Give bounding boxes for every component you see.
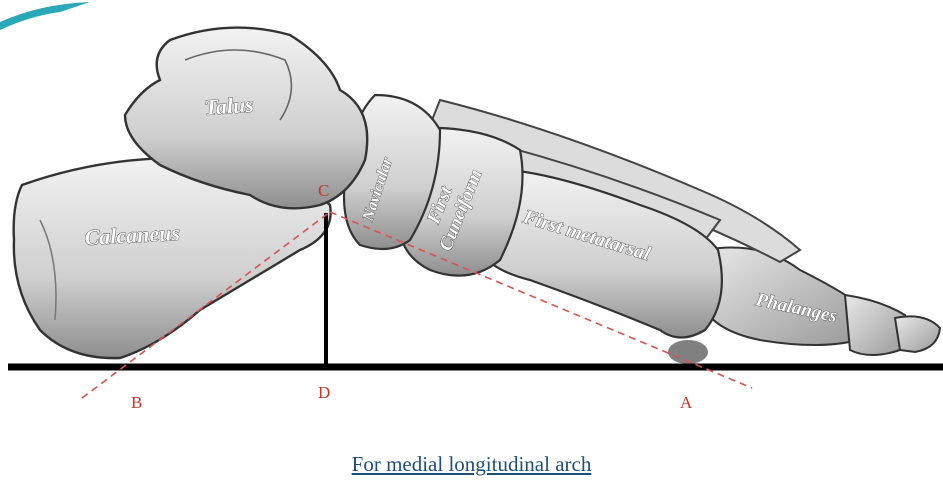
point-label-d: D [318, 383, 330, 402]
contact-shadow [668, 340, 708, 364]
label-talus: Talus [204, 92, 255, 120]
label-calcaneus: Calcaneus [84, 220, 181, 250]
point-label-c: C [318, 181, 329, 200]
point-label-a: A [680, 393, 693, 412]
point-label-b: B [131, 393, 142, 412]
header-swoosh [0, 2, 90, 30]
diagram-caption: For medial longitudinal arch [352, 452, 592, 476]
caption-container: For medial longitudinal arch [0, 452, 943, 477]
phalanges-bone [700, 248, 940, 356]
